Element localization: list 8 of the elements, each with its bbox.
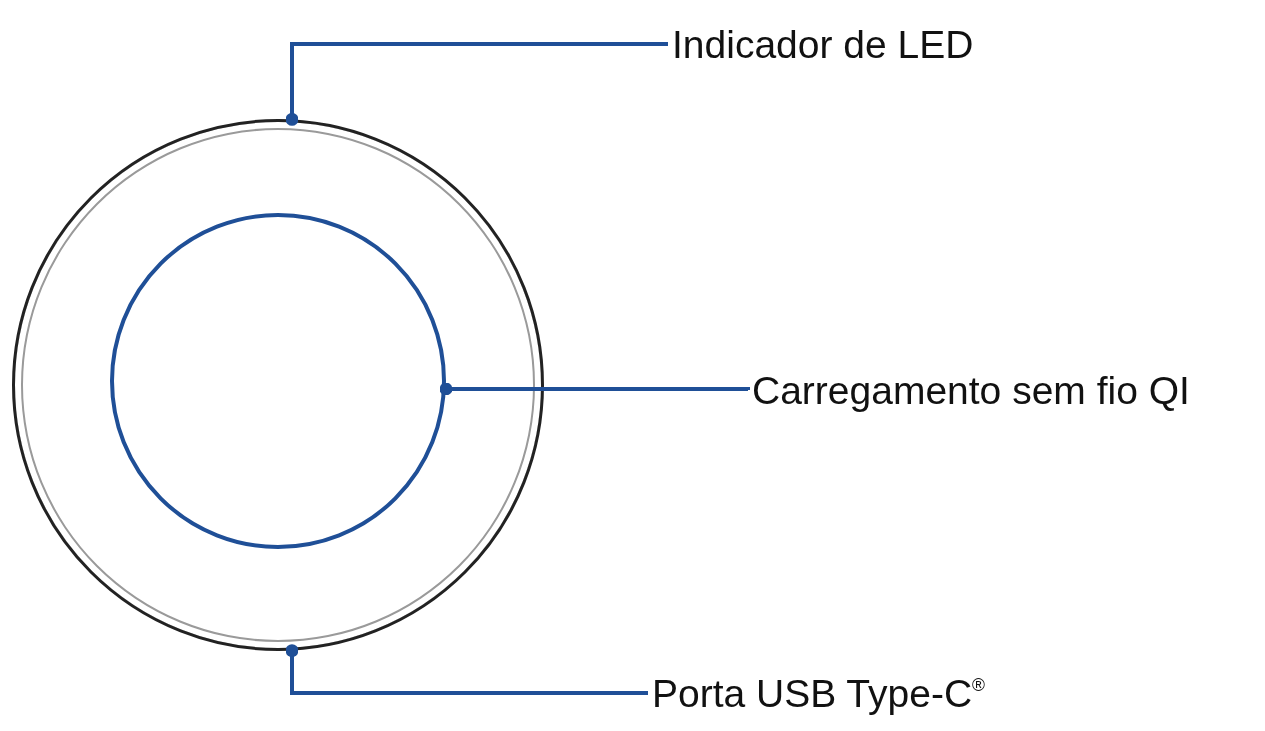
leader-line	[285, 42, 668, 126]
leader-line	[439, 382, 750, 396]
callout-label: Porta USB Type-C$^{®}$	[652, 673, 985, 713]
leader-line	[285, 644, 648, 695]
charging-coil-ring	[110, 213, 446, 549]
callout-label: Carregamento sem fio QI	[752, 370, 1190, 410]
device-body-circle	[12, 119, 544, 651]
callout-label: Indicador de LED	[672, 24, 974, 64]
